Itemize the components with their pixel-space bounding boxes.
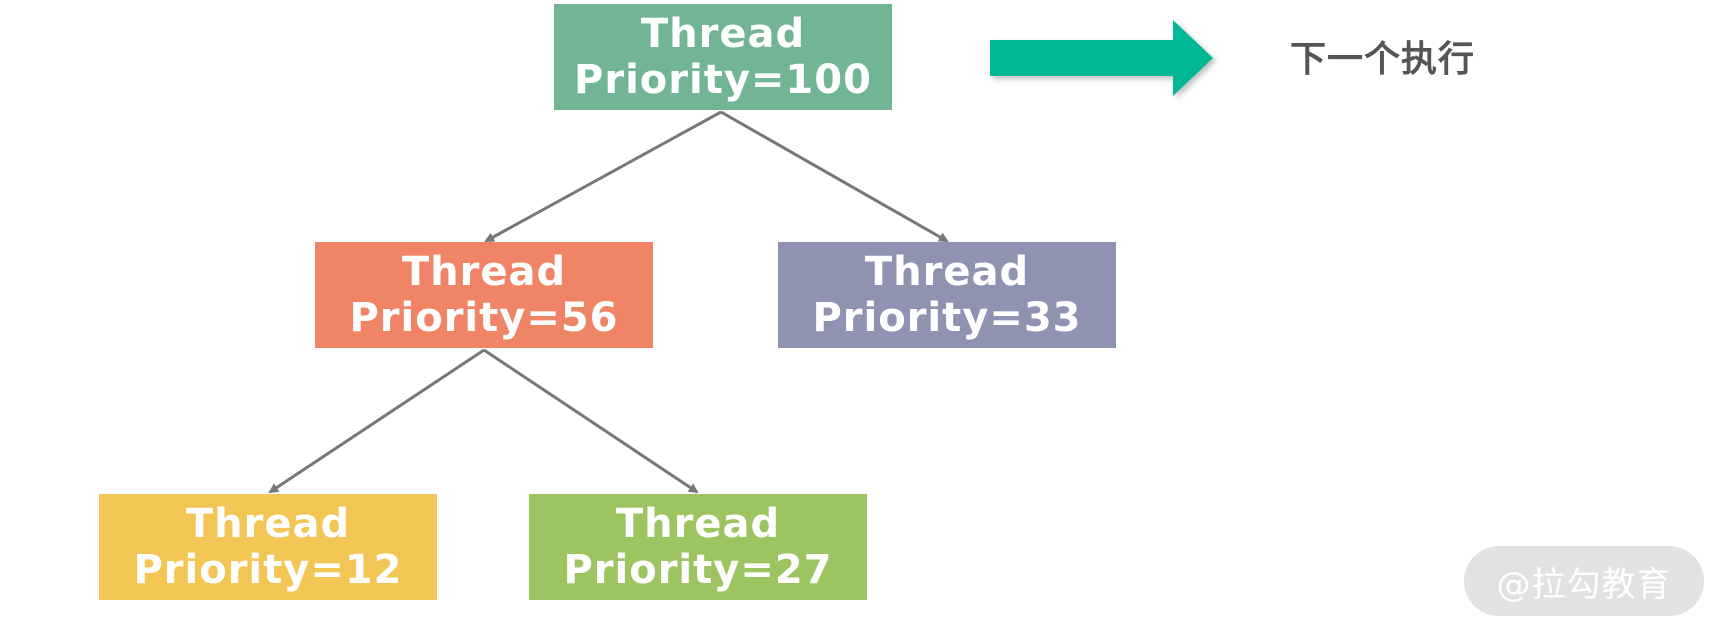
edge-root-to-right [720, 110, 949, 243]
watermark-badge: @拉勾教育 [1464, 546, 1704, 616]
node-priority: Priority=12 [133, 547, 403, 593]
node-priority: Priority=100 [574, 57, 872, 103]
next-execute-label: 下一个执行 [1290, 39, 1476, 80]
node-title: Thread [864, 249, 1030, 295]
heap-node-right: Thread Priority=33 [778, 242, 1116, 348]
heap-node-left-right: Thread Priority=27 [529, 494, 867, 600]
next-execute-arrow [990, 20, 1213, 96]
edge-left-to-left-right [483, 348, 699, 494]
node-title: Thread [401, 249, 567, 295]
node-priority: Priority=27 [563, 547, 833, 593]
heap-node-left: Thread Priority=56 [315, 242, 653, 348]
heap-node-root: Thread Priority=100 [554, 4, 892, 110]
edge-root-to-left [484, 110, 722, 243]
node-priority: Priority=56 [349, 295, 619, 341]
node-priority: Priority=33 [812, 295, 1082, 341]
node-title: Thread [615, 501, 781, 547]
node-title: Thread [185, 501, 351, 547]
heap-node-left-left: Thread Priority=12 [99, 494, 437, 600]
node-title: Thread [640, 11, 806, 57]
edge-left-to-left-left [268, 348, 485, 494]
